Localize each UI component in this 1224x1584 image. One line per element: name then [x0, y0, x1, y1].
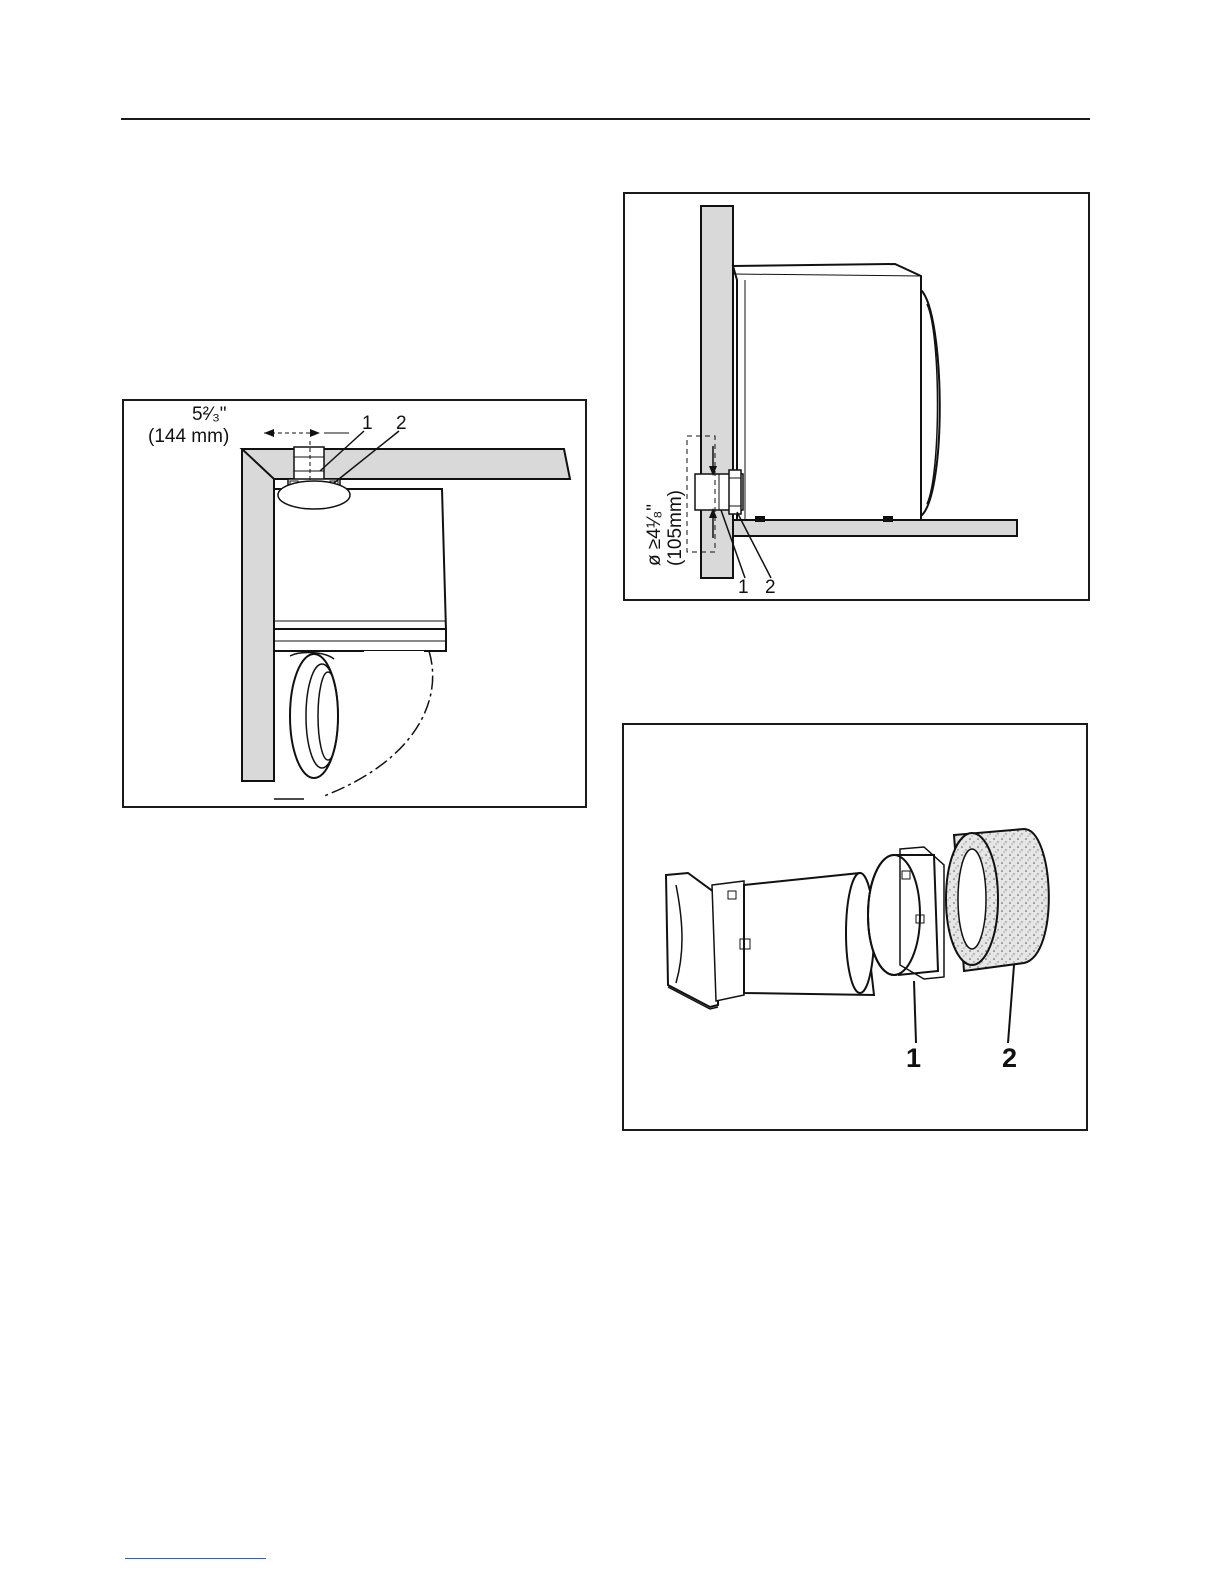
dimension-fraction-label: 5²⁄₃"	[192, 405, 227, 424]
callout-1: 1	[906, 1045, 921, 1072]
diameter-mm: (105mm)	[665, 490, 686, 566]
dimension-mm-label: (144 mm)	[148, 427, 229, 446]
top-view-drawing	[124, 401, 585, 806]
callout-1: 1	[738, 578, 749, 597]
diameter-value: ø ≥4¹⁄₈"	[644, 504, 665, 566]
callout-1: 1	[362, 414, 373, 433]
callout-2: 2	[1002, 1045, 1017, 1072]
side-view-drawing	[625, 194, 1088, 599]
footer-link-underline[interactable]	[125, 1557, 266, 1559]
callout-2: 2	[765, 578, 776, 597]
header-rule	[121, 118, 1090, 120]
side-view-figure: ø ≥4¹⁄₈" (105mm) 1 2	[623, 192, 1090, 601]
diameter-label: ø ≥4¹⁄₈" (105mm)	[645, 490, 687, 566]
callout-2: 2	[396, 414, 407, 433]
duct-parts-figure: 1 2	[622, 723, 1088, 1131]
top-view-figure: 5²⁄₃" (144 mm) 1 2	[122, 399, 587, 808]
